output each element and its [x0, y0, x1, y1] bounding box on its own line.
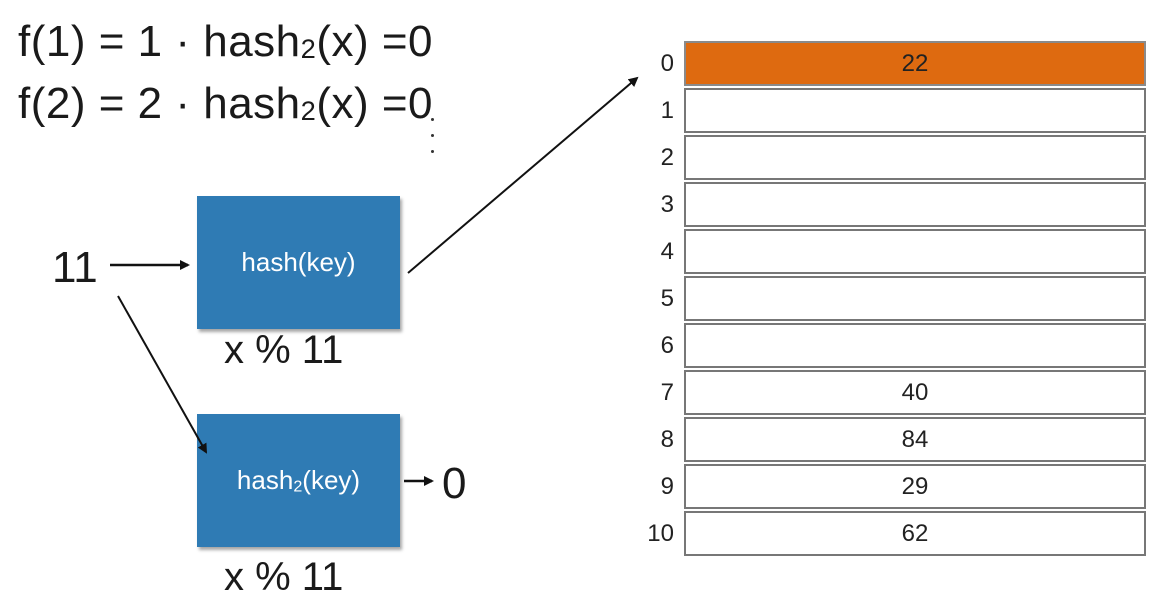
table-row-index: 3 [660, 190, 674, 218]
formula-2-prefix: f(2) = 2 · hash [18, 79, 301, 128]
table-cell [684, 276, 1146, 321]
table-row: 2 [661, 135, 1146, 180]
table-row: 6 [661, 323, 1146, 368]
arrow-hash-to-table [407, 76, 639, 274]
table-cell [684, 229, 1146, 274]
table-cell [684, 135, 1146, 180]
hash2-label-suffix: (key) [302, 464, 361, 495]
table-row-index: 10 [647, 519, 674, 547]
formula-1-prefix: f(1) = 1 · hash [18, 17, 301, 66]
table-row-index: 8 [660, 425, 674, 453]
table-row: 9 29 [661, 464, 1146, 509]
vertical-ellipsis [430, 110, 436, 160]
table-row-index: 6 [660, 331, 674, 359]
table-cell: 29 [684, 464, 1146, 509]
table-row-index: 5 [660, 284, 674, 312]
table-cell [684, 88, 1146, 133]
hash2-function-label: hash2(key) [237, 465, 360, 496]
formula-1-subscript: 2 [300, 33, 317, 65]
hash-function-caption: x % 11 [224, 328, 344, 372]
hash2-result: 0 [442, 459, 467, 508]
ellipsis-dot [431, 134, 434, 137]
table-row-index: 2 [660, 143, 674, 171]
input-key: 11 [52, 243, 98, 292]
hash2-function-box: hash2(key) [197, 414, 400, 547]
table-row: 5 [661, 276, 1146, 321]
formula-2-suffix: (x) =0 [316, 79, 434, 128]
formula-2: f(2) = 2 · hash2(x) =0 [18, 82, 433, 126]
hash-function-box: hash(key) [197, 196, 400, 329]
table-cell [684, 182, 1146, 227]
table-cell-highlighted: 22 [684, 41, 1146, 86]
table-row-index: 1 [660, 96, 674, 124]
table-row-index: 9 [660, 472, 674, 500]
formula-2-subscript: 2 [300, 95, 317, 127]
table-row-index: 0 [660, 49, 674, 77]
table-cell: 62 [684, 511, 1146, 556]
table-row: 3 [661, 182, 1146, 227]
hash2-label-subscript: 2 [293, 477, 303, 496]
hash2-label-prefix: hash [236, 464, 294, 495]
formula-1-suffix: (x) =0 [316, 17, 434, 66]
formula-1: f(1) = 1 · hash2(x) =0 [18, 20, 433, 64]
hash2-function-caption: x % 11 [224, 555, 344, 599]
table-row: 0 22 [661, 41, 1146, 86]
ellipsis-dot [431, 150, 434, 153]
table-row-index: 4 [660, 237, 674, 265]
table-cell: 84 [684, 417, 1146, 462]
table-cell: 40 [684, 370, 1146, 415]
arrow-key-to-hash2 [117, 295, 207, 454]
table-row: 10 62 [647, 511, 1146, 556]
hash-table: 0 22 1 2 3 4 5 6 7 40 8 84 9 29 10 62 [647, 41, 1146, 558]
table-cell [684, 323, 1146, 368]
table-row: 4 [661, 229, 1146, 274]
table-row: 8 84 [661, 417, 1146, 462]
table-row: 1 [661, 88, 1146, 133]
hash-function-label: hash(key) [241, 247, 356, 277]
table-row: 7 40 [661, 370, 1146, 415]
table-row-index: 7 [660, 378, 674, 406]
ellipsis-dot [431, 118, 434, 121]
